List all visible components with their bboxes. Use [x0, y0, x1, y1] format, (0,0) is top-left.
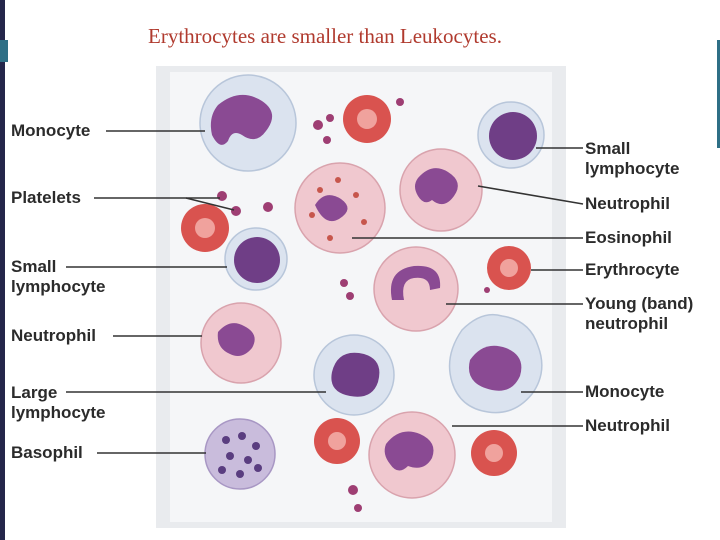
label-small-lymphocyte-left: Small lymphocyte [11, 257, 106, 296]
label-basophil: Basophil [11, 443, 83, 462]
label-small-lymphocyte-right: Small lymphocyte [585, 139, 680, 178]
label-neutrophil-right: Neutrophil [585, 194, 670, 213]
left-accent-block [0, 40, 8, 62]
slide-title: Erythrocytes are smaller than Leukocytes… [148, 24, 502, 48]
large-lymphocyte-cell [313, 334, 395, 416]
right-accent-bar [717, 40, 720, 148]
label-band-neutrophil: Young (band) neutrophil [585, 294, 694, 333]
neutrophil-left-cell [200, 302, 282, 384]
monocyte-cell [199, 74, 297, 172]
eosinophil-cell [294, 162, 386, 254]
label-erythrocyte: Erythrocyte [585, 260, 680, 279]
label-large-lymphocyte: Large lymphocyte [11, 383, 106, 422]
monocyte-right-cell [448, 313, 543, 414]
label-monocyte-right: Monocyte [585, 382, 665, 401]
erythrocyte-bottom-right [471, 430, 517, 476]
left-edge-bar [0, 0, 5, 540]
erythrocyte-right [487, 246, 531, 290]
band-neutrophil-cell [373, 246, 459, 332]
platelet-cluster [217, 98, 490, 512]
label-neutrophil-left: Neutrophil [11, 326, 96, 345]
label-eosinophil: Eosinophil [585, 228, 672, 247]
small-lymphocyte-right-cell [477, 101, 545, 169]
leader-neutrophil-right [477, 185, 584, 205]
leader-platelets-b [185, 197, 235, 211]
label-monocyte-left: Monocyte [11, 121, 91, 140]
basophil-cell [204, 418, 276, 490]
label-platelets: Platelets [11, 188, 81, 207]
erythrocyte-bottom-left [314, 418, 360, 464]
label-neutrophil-bottom: Neutrophil [585, 416, 670, 435]
neutrophil-top-cell [399, 148, 483, 232]
small-lymphocyte-left-cell [224, 227, 288, 291]
erythrocyte-top [343, 95, 391, 143]
neutrophil-bottom-cell [368, 411, 456, 499]
erythrocyte-left [181, 204, 229, 252]
